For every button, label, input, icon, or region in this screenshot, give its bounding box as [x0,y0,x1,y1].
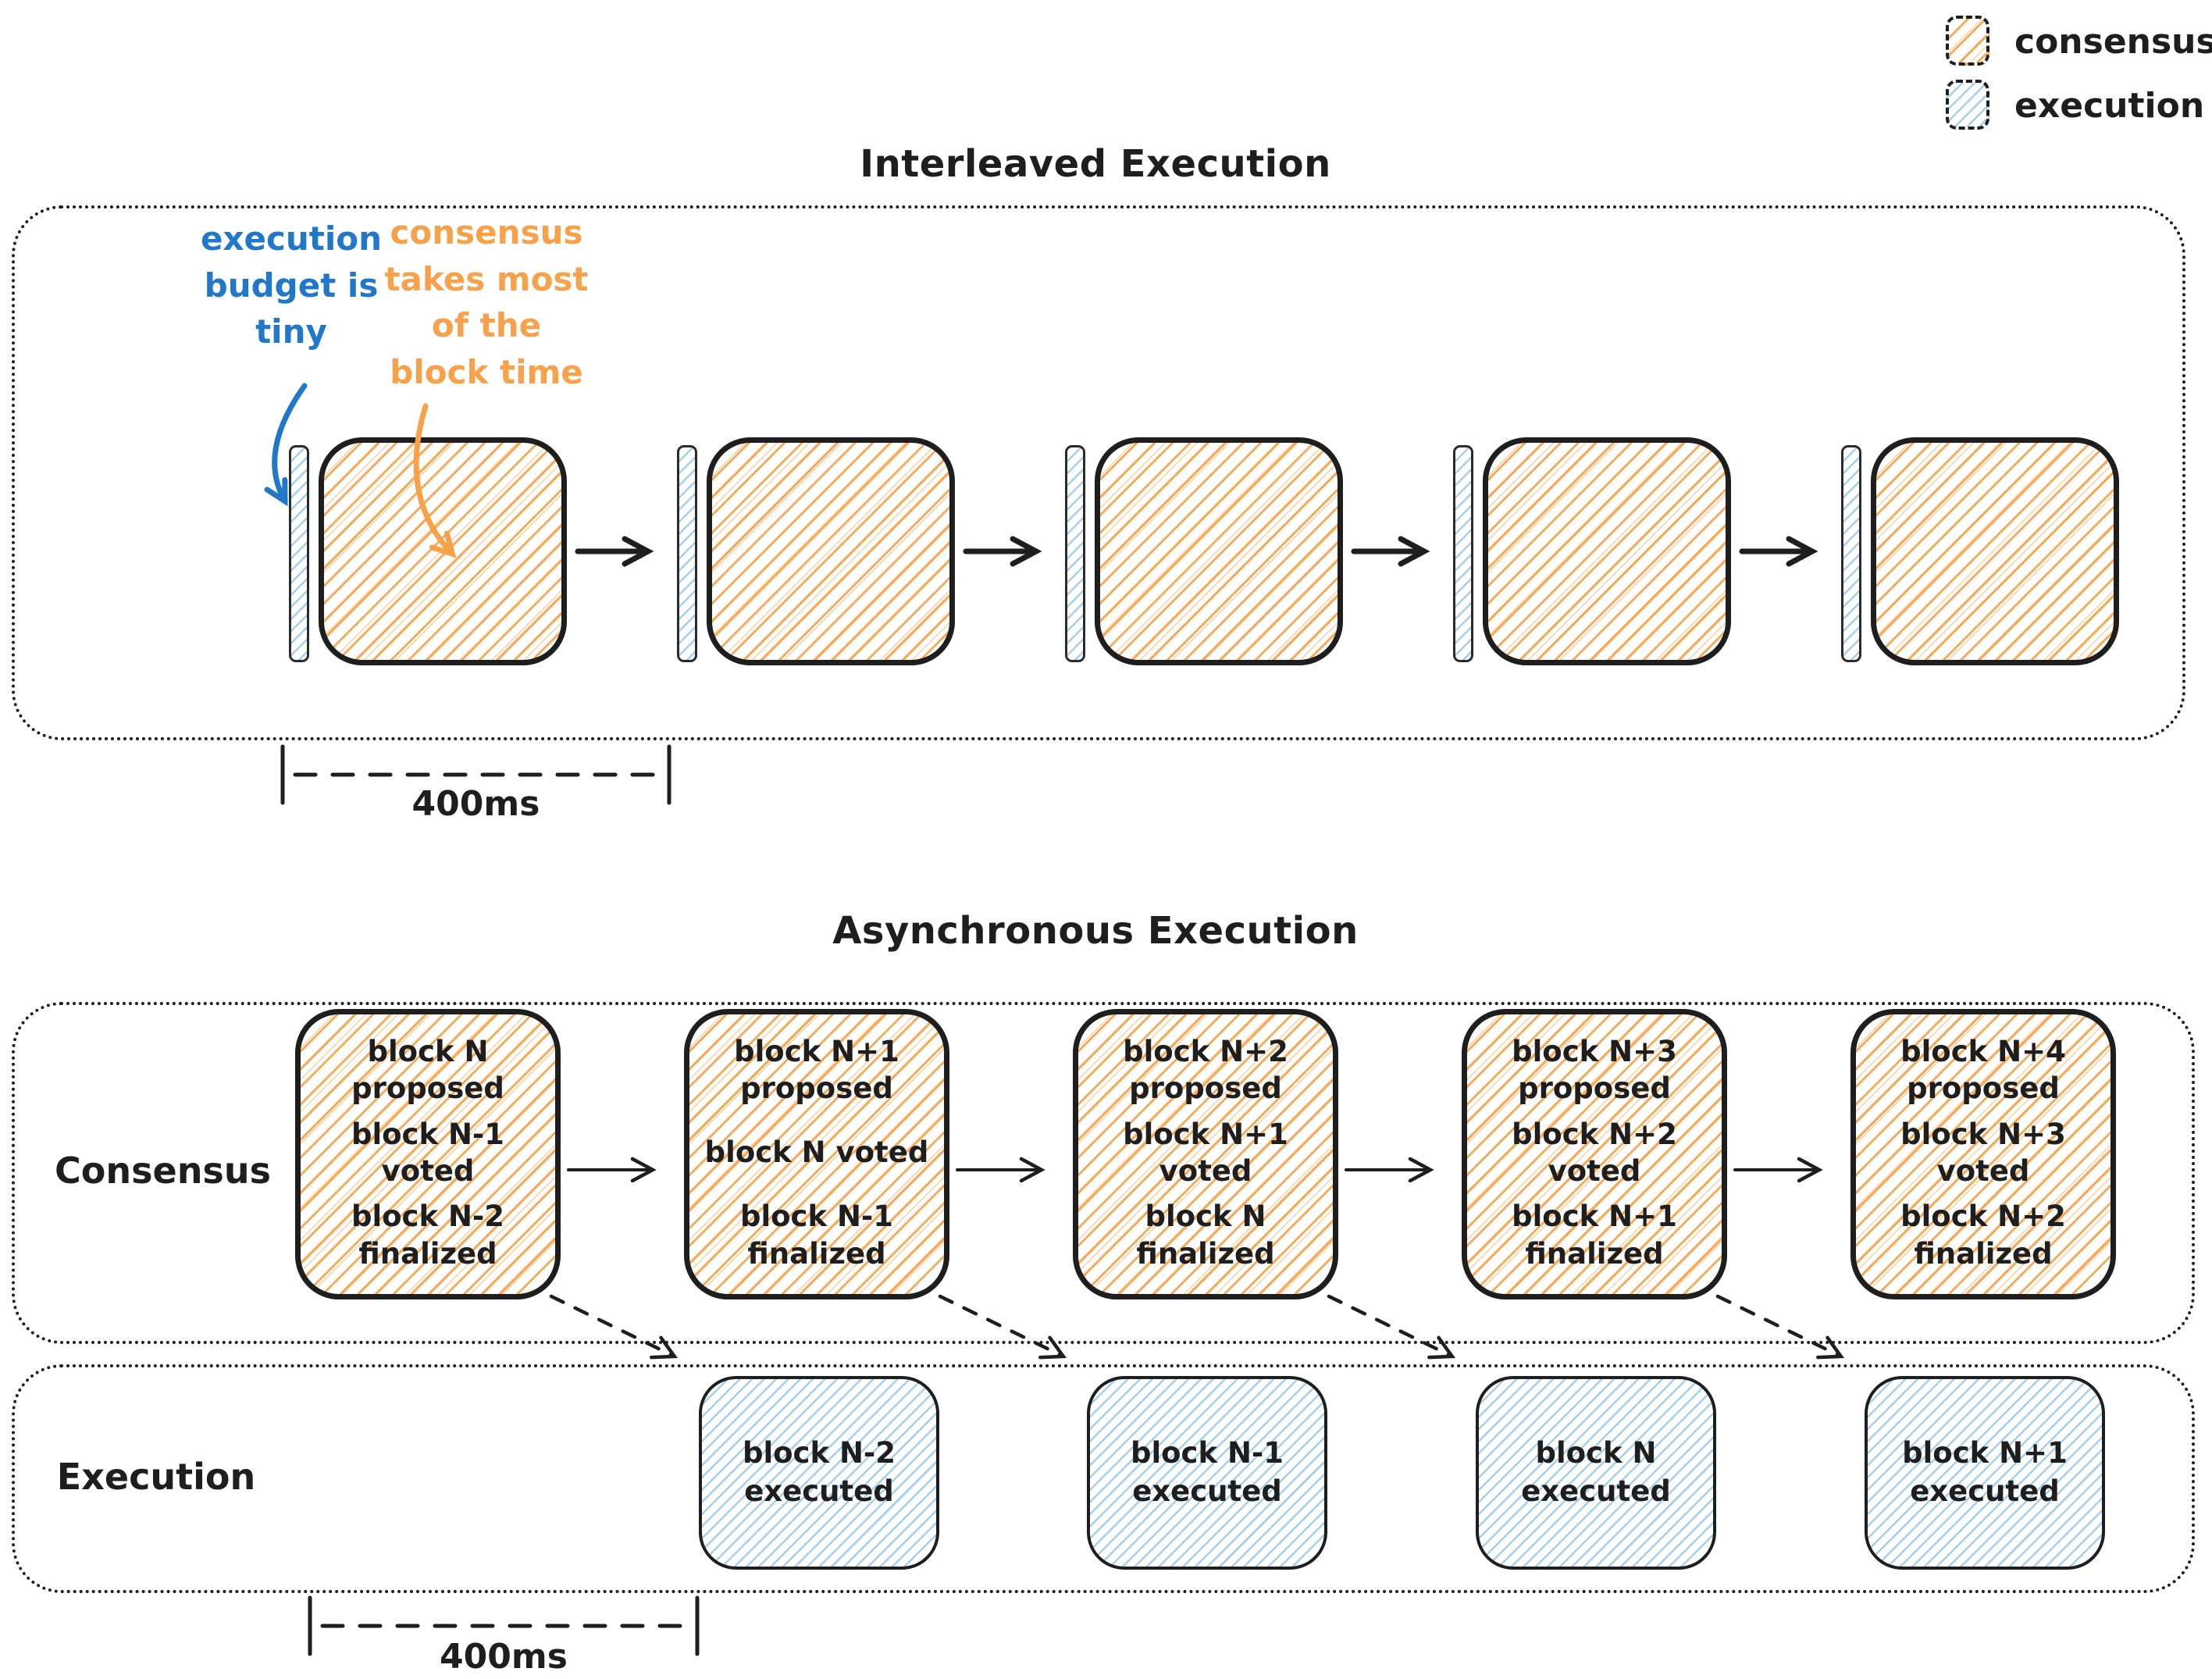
consensus-state-box: block N proposed block N-1 voted block N… [295,1009,561,1299]
finalized-line: block N finalized [1136,1200,1275,1271]
proposed-line: block N+3 proposed [1512,1035,1677,1106]
voted-line: block N+3 voted [1900,1117,2066,1188]
execution-slice-bar [289,445,309,662]
execution-lane-label: Execution [56,1456,256,1498]
execution-box: block N-2 executed [699,1376,939,1570]
execution-slice-bar [1065,445,1085,662]
execution-slice-bar [1841,445,1861,662]
consensus-lane-label: Consensus [55,1150,271,1192]
proposed-line: block N+2 proposed [1123,1035,1288,1106]
finalized-line: block N+2 finalized [1900,1200,2066,1271]
annotation-consensus-time: consensus takes most of the block time [384,213,589,391]
block-pair [1841,437,2122,672]
asynchronous-ruler-label: 400ms [440,1637,568,1677]
execution-slice-bar [1453,445,1473,662]
interleaved-container [12,205,2185,740]
executed-label: block N-1 executed [1130,1436,1284,1508]
consensus-state-box: block N+1 proposed block N voted block N… [684,1009,949,1299]
proposed-line: block N proposed [351,1035,504,1106]
legend-consensus-label: consensus [2014,22,2212,62]
annotation-execution-budget: execution budget is tiny [200,219,383,351]
interleaved-title: Interleaved Execution [860,142,1331,186]
block-pair [1065,437,1346,672]
execution-box: block N+1 executed [1865,1376,2105,1570]
legend: consensus execution [1946,14,2212,131]
asynchronous-title: Asynchronous Execution [832,909,1359,953]
finalized-line: block N-1 finalized [739,1200,894,1271]
proposed-line: block N+1 proposed [734,1035,899,1106]
consensus-state-box: block N+4 proposed block N+3 voted block… [1850,1009,2116,1299]
consensus-block [707,437,955,665]
execution-box: block N executed [1476,1376,1716,1570]
executed-label: block N+1 executed [1902,1436,2068,1508]
voted-line: block N+1 voted [1123,1117,1288,1188]
execution-lane [12,1364,2195,1593]
voted-line: block N voted [704,1135,929,1170]
consensus-block [319,437,567,665]
finalized-line: block N+1 finalized [1512,1200,1677,1271]
consensus-swatch-icon [1946,16,1989,66]
proposed-line: block N+4 proposed [1900,1035,2066,1106]
voted-line: block N+2 voted [1512,1117,1677,1188]
consensus-block [1871,437,2119,665]
executed-label: block N executed [1521,1436,1671,1508]
block-pair [289,437,570,672]
block-pair [677,437,958,672]
voted-line: block N-1 voted [351,1117,505,1188]
execution-box: block N-1 executed [1087,1376,1327,1570]
finalized-line: block N-2 finalized [351,1200,505,1271]
execution-swatch-icon [1946,80,1989,130]
execution-slice-bar [677,445,697,662]
consensus-lane [12,1002,2195,1344]
consensus-state-box: block N+3 proposed block N+2 voted block… [1462,1009,1727,1299]
block-pair [1453,437,1734,672]
interleaved-ruler-label: 400ms [411,784,540,824]
legend-execution-label: execution [2014,86,2205,126]
consensus-block [1095,437,1343,665]
consensus-block [1483,437,1731,665]
executed-label: block N-2 executed [742,1436,896,1508]
consensus-state-box: block N+2 proposed block N+1 voted block… [1073,1009,1338,1299]
